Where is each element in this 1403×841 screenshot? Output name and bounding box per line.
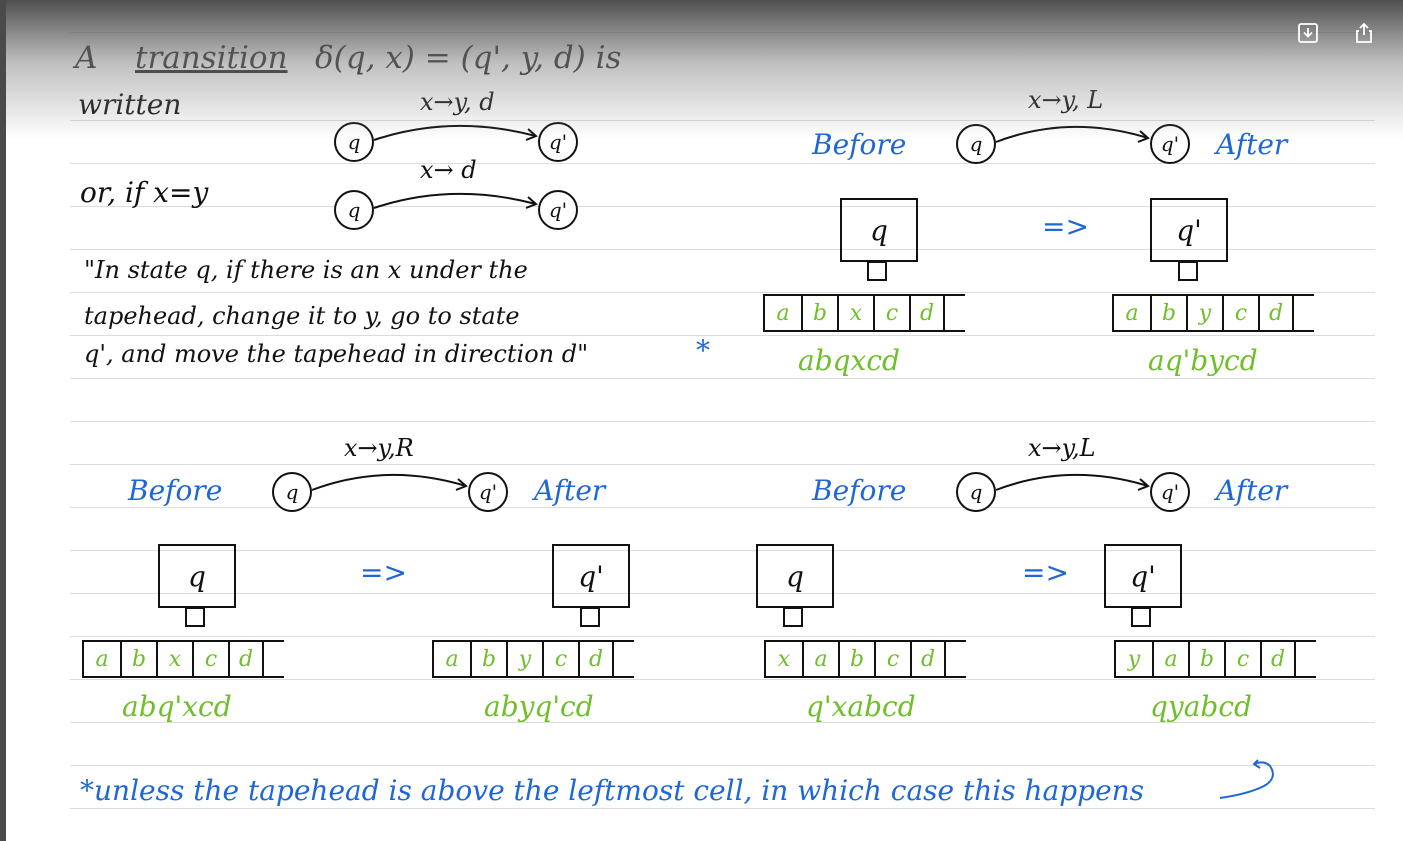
ex1-implies: => — [1042, 210, 1089, 243]
tape-cell: a — [776, 300, 790, 326]
tape-cell: d — [228, 642, 264, 676]
ex3-state-to: q' — [1150, 472, 1190, 512]
ex2-before-head: q — [158, 544, 236, 608]
ex1-before-label: Before — [812, 128, 907, 161]
explanation-asterisk: * — [696, 334, 710, 367]
tape-cell: x — [777, 646, 791, 672]
share-icon — [1356, 22, 1372, 43]
ex1-after-head-stem — [1178, 261, 1198, 281]
tape-cell: a — [802, 642, 838, 676]
ex1-after-label: After — [1216, 128, 1288, 161]
tape-cell: d — [910, 642, 946, 676]
ex1-before-config: abqxcd — [798, 344, 900, 377]
tape-cell: d — [1260, 642, 1296, 676]
ex2-arrow — [311, 473, 468, 491]
tape-cell: a — [1152, 642, 1188, 676]
tape-cell: b — [120, 642, 156, 676]
explanation-line3: q', and move the tapehead in direction d… — [84, 340, 589, 368]
ex2-before-head-stem — [185, 607, 205, 627]
ex2-after-head: q' — [552, 544, 630, 608]
notation2-arrow — [373, 192, 538, 209]
ex2-implies: => — [360, 556, 407, 589]
ex2-after-head-stem — [580, 607, 600, 627]
ex1-before-tape: a b x c d — [763, 294, 965, 332]
tape-cell: d — [909, 296, 945, 330]
download-button[interactable] — [1293, 18, 1323, 48]
ex3-before-head: q — [756, 544, 834, 608]
tape-cell: c — [192, 642, 228, 676]
ex2-state-from: q — [272, 472, 312, 512]
tape-cell: b — [1188, 642, 1224, 676]
ex1-after-tape: a b y c d — [1112, 294, 1314, 332]
explanation-line2: tapehead, change it to y, go to state — [84, 302, 520, 330]
ex2-before-config: abq'xcd — [122, 690, 232, 723]
tape-cell: b — [801, 296, 837, 330]
notation2-arrow-label: x→ d — [420, 156, 477, 184]
tape-cell: y — [1186, 296, 1222, 330]
ex3-after-tape: y a b c d — [1114, 640, 1316, 678]
notation-or-text: or, if x=y — [80, 176, 209, 209]
ex3-before-head-stem — [783, 607, 803, 627]
ex2-after-config: abyq'cd — [484, 690, 594, 723]
ex2-state-to: q' — [468, 472, 508, 512]
ex3-after-head: q' — [1104, 544, 1182, 608]
ex1-arrow-label: x→y, L — [1028, 86, 1104, 114]
ex3-arrow-label: x→y,L — [1028, 434, 1096, 462]
tape-cell: y — [1127, 646, 1141, 672]
download-icon — [1298, 23, 1318, 43]
ex2-before-label: Before — [128, 474, 223, 507]
ex3-before-config: q'xabcd — [806, 690, 916, 723]
ex3-state-from: q — [956, 472, 996, 512]
notation1-state-to: q' — [538, 122, 578, 162]
tape-cell: c — [1224, 642, 1260, 676]
tape-cell: b — [838, 642, 874, 676]
tape-cell: d — [578, 642, 614, 676]
header-prefix: A — [75, 40, 98, 76]
tape-cell: y — [506, 642, 542, 676]
ex2-after-tape: a b y c d — [432, 640, 634, 678]
notation2-state-from: q — [334, 190, 374, 230]
ex1-state-from: q — [956, 124, 996, 164]
tape-cell: a — [1125, 300, 1139, 326]
header-transition-word: transition — [135, 40, 288, 76]
share-button[interactable] — [1349, 18, 1379, 48]
ex3-after-config: qyabcd — [1150, 690, 1252, 723]
ex1-before-head-stem — [867, 261, 887, 281]
ex3-before-label: Before — [812, 474, 907, 507]
ex2-after-label: After — [534, 474, 606, 507]
left-edge-bar — [0, 0, 6, 841]
tape-cell: c — [542, 642, 578, 676]
ex2-arrow-label: x→y,R — [344, 434, 414, 462]
footnote-hook-arrow-icon — [1219, 759, 1274, 799]
ex3-before-tape: x a b c d — [764, 640, 966, 678]
notation1-arrow — [373, 124, 538, 141]
notation1-arrow-label: x→y, d — [420, 88, 495, 116]
tape-cell: c — [1222, 296, 1258, 330]
tape-cell: b — [470, 642, 506, 676]
footnote: *unless the tapehead is above the leftmo… — [80, 774, 1145, 807]
ex1-arrow — [995, 125, 1150, 143]
ex1-state-to: q' — [1150, 124, 1190, 164]
tape-cell: c — [874, 642, 910, 676]
tape-cell: x — [156, 642, 192, 676]
tape-cell: a — [445, 646, 459, 672]
notation2-state-to: q' — [538, 190, 578, 230]
tape-cell: d — [1258, 296, 1294, 330]
header-formula: δ(q, x) = (q', y, d) is — [315, 40, 622, 76]
ex1-after-config: aq'bycd — [1148, 344, 1258, 377]
ex3-after-head-stem — [1131, 607, 1151, 627]
ex1-after-head: q' — [1150, 198, 1228, 262]
tape-cell: c — [873, 296, 909, 330]
ex3-implies: => — [1022, 556, 1069, 589]
tape-cell: x — [837, 296, 873, 330]
tape-cell: b — [1150, 296, 1186, 330]
ex3-after-label: After — [1216, 474, 1288, 507]
ex2-before-tape: a b x c d — [82, 640, 284, 678]
explanation-line1: "In state q, if there is an x under the — [84, 256, 528, 284]
ex3-arrow — [995, 473, 1150, 491]
ex1-before-head: q — [840, 198, 918, 262]
header-written: written — [78, 88, 182, 121]
tape-cell: a — [95, 646, 109, 672]
notation1-state-from: q — [334, 122, 374, 162]
